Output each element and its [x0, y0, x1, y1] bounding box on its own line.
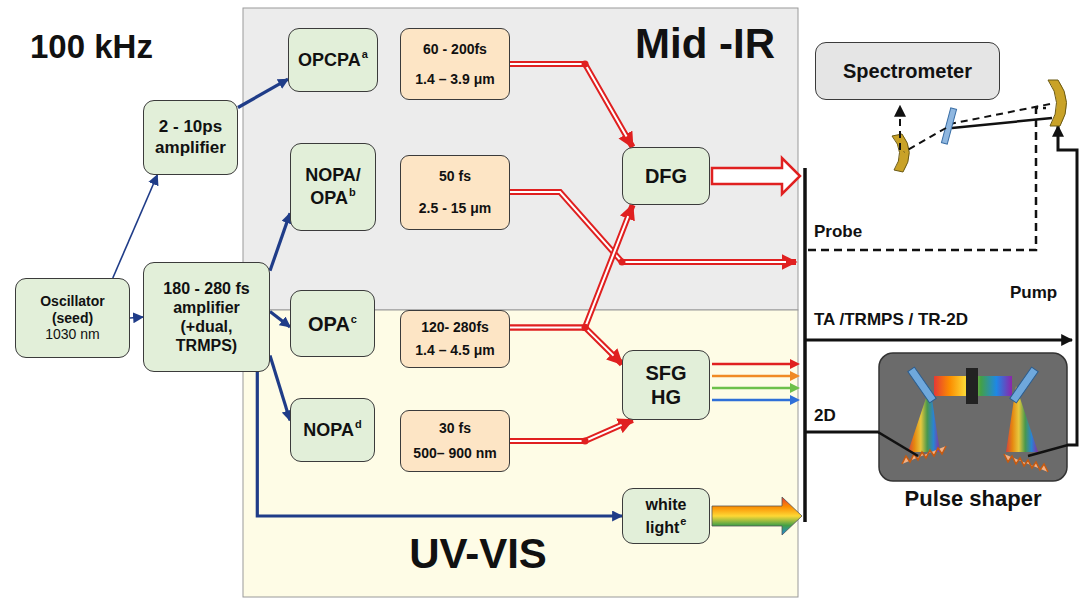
- superscript-note: a: [362, 48, 368, 60]
- pulse-parameter: 1.4 – 4.5 μm: [415, 342, 494, 359]
- box-text-line: OPCPAa: [298, 48, 368, 71]
- box-note: 1030 nm: [45, 326, 99, 343]
- source-box: NOPAd: [290, 398, 375, 462]
- parameter-box: 50 fs 2.5 - 15 μm: [400, 155, 510, 230]
- beam-line: [270, 312, 290, 327]
- box-text-line: white lighte: [628, 495, 704, 536]
- process-box: SFG HG: [622, 350, 710, 420]
- pulse-parameter: 1.4 – 3.9 μm: [415, 71, 494, 88]
- beam-connector: [510, 324, 622, 364]
- beam: [878, 432, 918, 456]
- beam-connector: [270, 213, 290, 270]
- mirror: [1010, 367, 1038, 403]
- parameter-box: 60 - 200fs 1.4 – 3.9 μm: [400, 28, 510, 100]
- mirror: [908, 367, 936, 403]
- box-text-line: NOPAd: [303, 418, 361, 441]
- beam-core: [510, 425, 622, 441]
- junction-dot: [582, 61, 589, 68]
- beam-label: Probe: [814, 222, 862, 242]
- oscillator-box: Oscillator (seed)1030 nm: [15, 278, 130, 358]
- box-title: OPCPA: [298, 50, 361, 70]
- box-title: NOPA: [303, 420, 354, 440]
- beam-label: TA /TRMPS / TR-2D: [814, 310, 968, 330]
- box-text-line: OPAc: [308, 312, 357, 336]
- beam-label: 2D: [814, 406, 836, 426]
- junction-dot: [582, 324, 589, 331]
- beam-connector: [510, 61, 633, 148]
- beam-line: [510, 64, 633, 147]
- source-box: OPAc: [290, 290, 375, 357]
- box-title: Oscillator (seed): [21, 293, 124, 327]
- region-panel: Mid -IR OPCPAa 60 - 200fs 1.4 – 3.9 μm NOPA/…: [243, 8, 798, 310]
- source-box: NOPA/ OPAb: [290, 143, 376, 231]
- beam-connector: [270, 356, 290, 421]
- beam-line: [510, 420, 633, 441]
- region-panel: UV-VIS OPAc 120- 280fs 1.4 – 4.5 μm NOPAd 30 …: [243, 310, 798, 597]
- spectrometer-box: Spectrometer: [815, 42, 1000, 100]
- pulse-shaper-art: [878, 352, 1068, 482]
- superscript-note: d: [355, 418, 362, 430]
- region-title: Mid -IR: [635, 22, 775, 66]
- shaper-housing: [879, 353, 1067, 481]
- pulse-parameter: 2.5 - 15 μm: [419, 200, 491, 217]
- box-title: DFG: [645, 164, 687, 188]
- beam-line: [270, 213, 290, 270]
- beam-connector: [270, 312, 290, 327]
- box-title: OPA: [308, 313, 350, 335]
- beam: [1028, 445, 1068, 456]
- amplifier-box: 2 - 10ps amplifier: [143, 100, 238, 175]
- box-title: white light: [646, 496, 687, 535]
- superscript-note: c: [351, 313, 357, 325]
- source-box: OPCPAa: [288, 28, 378, 92]
- beam-core: [510, 216, 628, 327]
- beam-line: [510, 205, 633, 327]
- pulse-parameter: 60 - 200fs: [423, 41, 487, 58]
- parameter-box: 30 fs 500– 900 nm: [400, 410, 510, 472]
- pulse-parameter: 120- 280fs: [421, 319, 489, 336]
- junction-dot: [582, 438, 589, 445]
- box-title: Spectrometer: [843, 59, 972, 83]
- rate-label: 100 kHz: [30, 28, 153, 66]
- pulse-parameter: 500– 900 nm: [413, 445, 496, 462]
- beam-connector: [510, 420, 633, 445]
- beam-connector: [130, 317, 143, 318]
- box-title: 180 - 280 fs amplifier (+dual, TRMPS): [149, 279, 264, 356]
- beam-connector: [238, 79, 288, 107]
- parameter-box: 120- 280fs 1.4 – 4.5 μm: [400, 310, 510, 368]
- grating: [1004, 454, 1048, 472]
- process-box: white lighte: [622, 488, 710, 544]
- beam-core: [510, 327, 614, 355]
- beam-line: [130, 317, 143, 318]
- beam-label: Pump: [1010, 283, 1057, 303]
- box-title: 2 - 10ps amplifier: [149, 117, 232, 158]
- box-text-line: NOPA/ OPAb: [296, 165, 370, 210]
- superscript-note: e: [680, 515, 686, 527]
- shaper-label: Pulse shaper: [878, 486, 1068, 512]
- pulse-parameter: 50 fs: [439, 168, 471, 185]
- process-box: DFG: [622, 147, 710, 205]
- amplifier-box: 180 - 280 fs amplifier (+dual, TRMPS): [143, 262, 270, 372]
- beam-connector: [510, 205, 633, 331]
- beam-line: [238, 79, 288, 107]
- pulse-parameter: 30 fs: [439, 420, 471, 437]
- beam-line: [270, 356, 290, 421]
- beam-core: [510, 64, 627, 137]
- pulse-shaper: Pulse shaper: [878, 352, 1068, 522]
- grating: [902, 446, 946, 464]
- superscript-note: b: [349, 186, 356, 198]
- region-title: UV-VIS: [383, 532, 573, 576]
- modulator: [966, 368, 978, 404]
- junction-dot: [582, 324, 589, 331]
- box-title: SFG HG: [640, 361, 692, 409]
- beam-line: [510, 327, 622, 364]
